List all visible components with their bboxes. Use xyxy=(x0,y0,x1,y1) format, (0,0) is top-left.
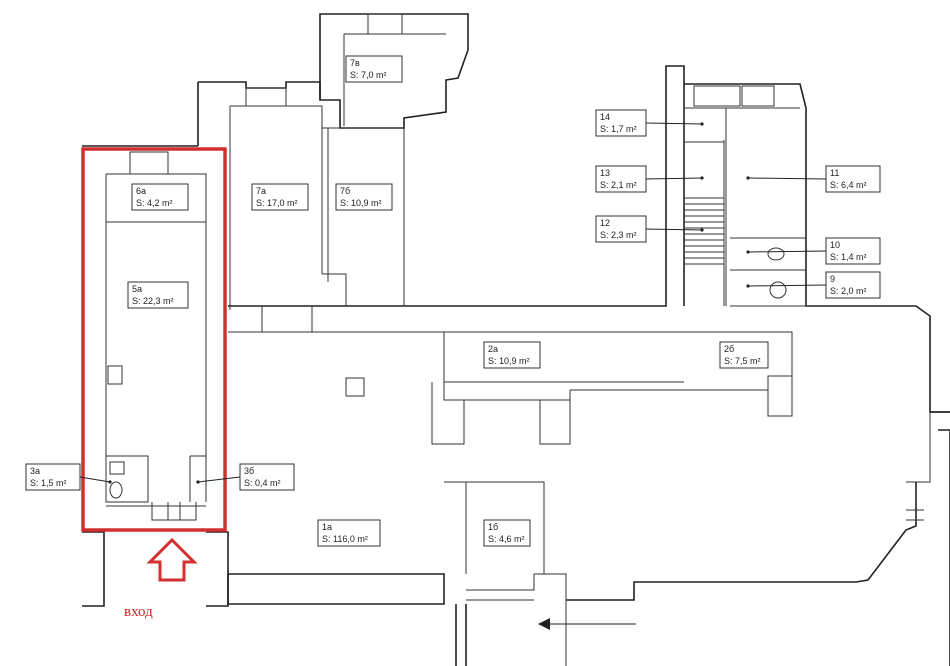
room-area: S: 0,4 m² xyxy=(244,478,281,488)
room-leader-line xyxy=(747,284,827,287)
room-label-10: 10 S: 1,4 m² xyxy=(746,237,881,265)
room-name: 10 xyxy=(830,240,840,250)
room-label-9: 9 S: 2,0 m² xyxy=(746,271,881,299)
room-label-box xyxy=(825,237,881,265)
room-label-box xyxy=(131,183,189,211)
room-label-box xyxy=(595,109,647,137)
corridor-arrow-icon xyxy=(538,618,636,630)
room-label-box xyxy=(825,271,881,299)
room-leader-dot xyxy=(108,480,112,484)
room-label-box xyxy=(483,519,531,547)
room-area: S: 6,4 m² xyxy=(830,180,867,190)
room-labels: 7в S: 7,0 m² 6а S: 4,2 m² 7а S: 17,0 m² 7б S: 1… xyxy=(25,55,881,547)
room-area: S: 1,5 m² xyxy=(30,478,67,488)
room-label-box xyxy=(345,55,403,83)
room-label-box xyxy=(595,215,647,243)
room-name: 2а xyxy=(488,344,498,354)
room-leader-dot xyxy=(700,228,704,232)
room-leader-dot xyxy=(746,250,750,254)
room-name: 7в xyxy=(350,58,360,68)
room-leader-line xyxy=(747,177,827,180)
room-name: 1а xyxy=(322,522,332,532)
room-leader-dot xyxy=(700,176,704,180)
room-area: S: 2,0 m² xyxy=(830,286,867,296)
room-area: S: 10,9 m² xyxy=(340,198,382,208)
entrance-label: вход xyxy=(124,604,153,620)
room-name: 6а xyxy=(136,186,146,196)
room-name: 5а xyxy=(132,284,142,294)
room-label-box xyxy=(595,165,647,193)
room-label-7a: 7а S: 17,0 m² xyxy=(251,183,309,211)
room-label-box xyxy=(825,165,881,193)
room-area: S: 7,5 m² xyxy=(724,356,761,366)
walls xyxy=(82,13,950,666)
room-area: S: 116,0 m² xyxy=(322,534,368,544)
toilet-fixtures xyxy=(109,247,787,499)
room-label-3b: 3б S: 0,4 m² xyxy=(196,463,295,491)
room-label-box xyxy=(483,341,541,369)
room-name: 3б xyxy=(244,466,254,476)
room-leader-line xyxy=(747,250,827,253)
room-area: S: 1,7 m² xyxy=(600,124,637,134)
room-label-box xyxy=(127,281,189,309)
room-leader-line xyxy=(645,228,703,231)
room-label-7b: 7б S: 10,9 m² xyxy=(335,183,393,211)
room-area: S: 1,4 m² xyxy=(830,252,867,262)
room-label-box xyxy=(251,183,309,211)
room-name: 3а xyxy=(30,466,40,476)
room-name: 9 xyxy=(830,274,835,284)
room-area: S: 2,3 m² xyxy=(600,230,637,240)
room-label-5a: 5а S: 22,3 m² xyxy=(127,281,189,309)
room-leader-line xyxy=(645,177,703,180)
room-label-box xyxy=(239,463,295,491)
room-leader-dot xyxy=(746,284,750,288)
room-label-1b: 1б S: 4,6 m² xyxy=(483,519,531,547)
room-leader-dot xyxy=(700,122,704,126)
room-label-12: 12 S: 2,3 m² xyxy=(595,215,704,243)
room-label-1a: 1а S: 116,0 m² xyxy=(317,519,381,547)
room-area: S: 17,0 m² xyxy=(256,198,298,208)
room-leader-dot xyxy=(746,176,750,180)
room-label-box xyxy=(317,519,381,547)
room-name: 2б xyxy=(724,344,734,354)
entrance-arrow-icon xyxy=(146,537,198,582)
room-label-box xyxy=(25,463,81,491)
room-name: 12 xyxy=(600,218,610,228)
room-label-2b: 2б S: 7,5 m² xyxy=(719,341,769,369)
room-area: S: 4,6 m² xyxy=(488,534,525,544)
room-name: 11 xyxy=(830,168,839,178)
room-label-3a: 3а S: 1,5 m² xyxy=(25,463,112,491)
room-label-2a: 2а S: 10,9 m² xyxy=(483,341,541,369)
room-label-box xyxy=(719,341,769,369)
room-area: S: 2,1 m² xyxy=(600,180,637,190)
room-area: S: 4,2 m² xyxy=(136,198,173,208)
highlight-frame xyxy=(81,147,227,532)
room-name: 1б xyxy=(488,522,498,532)
staircase xyxy=(684,197,724,259)
room-label-7v: 7в S: 7,0 m² xyxy=(345,55,403,83)
room-label-14: 14 S: 1,7 m² xyxy=(595,109,704,137)
room-area: S: 7,0 m² xyxy=(350,70,387,80)
room-name: 7б xyxy=(340,186,350,196)
room-area: S: 10,9 m² xyxy=(488,356,530,366)
room-name: 13 xyxy=(600,168,610,178)
room-label-6a: 6а S: 4,2 m² xyxy=(131,183,189,211)
room-name: 14 xyxy=(600,112,610,122)
room-name: 7а xyxy=(256,186,266,196)
room-label-11: 11 S: 6,4 m² xyxy=(746,165,881,193)
room-label-box xyxy=(335,183,393,211)
room-leader-dot xyxy=(196,480,200,484)
room-leader-line xyxy=(79,476,111,483)
room-area: S: 22,3 m² xyxy=(132,296,174,306)
room-leader-line xyxy=(645,122,703,125)
room-label-13: 13 S: 2,1 m² xyxy=(595,165,704,193)
room-leader-line xyxy=(197,476,241,483)
